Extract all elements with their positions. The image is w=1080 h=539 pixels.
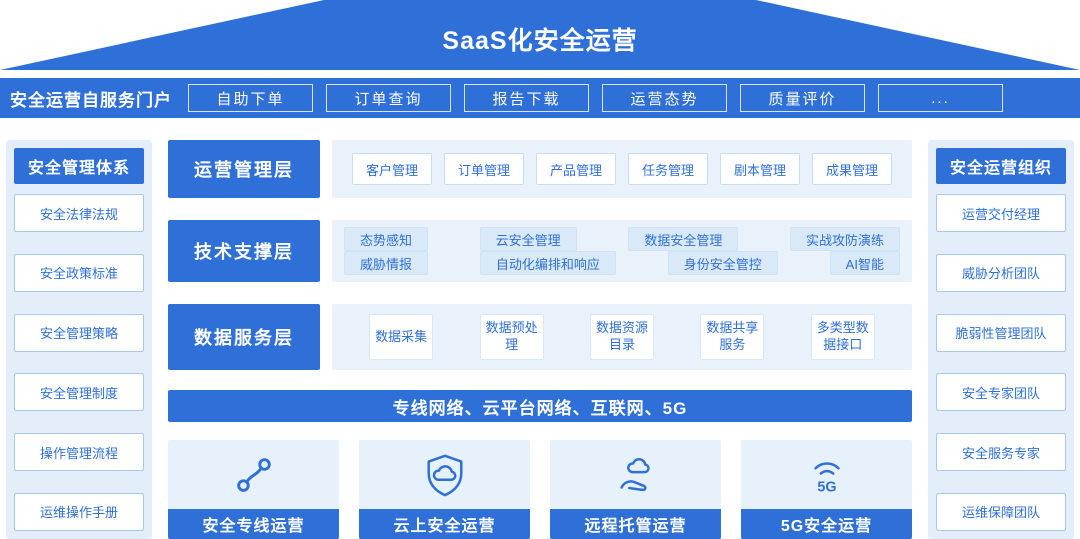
layer-data-service: 数据服务层 数据采集 数据预处理 数据资源目录 数据共享服务 多类型数据接口 <box>168 304 912 370</box>
right-panel-security-organization: 安全运营组织 运营交付经理 威胁分析团队 脆弱性管理团队 安全专家团队 安全服务… <box>928 140 1074 539</box>
left-panel-item: 操作管理流程 <box>14 433 144 472</box>
right-panel-item: 运维保障团队 <box>936 492 1066 531</box>
layer-ops-management-content: 客户管理 订单管理 产品管理 任务管理 剧本管理 成果管理 <box>332 140 912 198</box>
left-panel-item: 运维操作手册 <box>14 492 144 531</box>
portal-button-more: ... <box>878 84 1003 112</box>
portal-button-group: 自助下单 订单查询 报告下载 运营态势 质量评价 ... <box>188 84 1070 112</box>
layer-data-service-content: 数据采集 数据预处理 数据资源目录 数据共享服务 多类型数据接口 <box>332 304 912 370</box>
left-panel-item: 安全法律法规 <box>14 194 144 232</box>
roof-banner: SaaS化安全运营 <box>0 0 1080 70</box>
diagram-title: SaaS化安全运营 <box>442 27 638 55</box>
scenario-label: 云上安全运营 <box>359 509 530 539</box>
right-panel-item: 威胁分析团队 <box>936 253 1066 292</box>
portal-button-report-download: 报告下载 <box>464 84 589 112</box>
center-column: 运营管理层 客户管理 订单管理 产品管理 任务管理 剧本管理 成果管理 技术支撑… <box>168 140 912 539</box>
tech-chip-row: 威胁情报 自动化编排和响应 身份安全管控 AI智能 <box>344 251 900 275</box>
layer-ops-management: 运营管理层 客户管理 订单管理 产品管理 任务管理 剧本管理 成果管理 <box>168 140 912 198</box>
scenario-cloud-security: 云上安全运营 <box>359 440 530 539</box>
ops-chip: 客户管理 <box>352 153 432 185</box>
ops-chip: 剧本管理 <box>720 153 800 185</box>
layer-ops-management-label: 运营管理层 <box>168 140 320 198</box>
layer-tech-support: 技术支撑层 态势感知 云安全管理 数据安全管理 实战攻防演练 威胁情报 自动化编… <box>168 220 912 282</box>
scenario-remote-hosting: 远程托管运营 <box>550 440 721 539</box>
data-chip: 数据资源目录 <box>589 314 654 360</box>
left-panel-title: 安全管理体系 <box>14 148 144 184</box>
tech-chip: AI智能 <box>829 251 900 275</box>
network-bar: 专线网络、云平台网络、互联网、5G <box>168 390 912 422</box>
tech-chip: 威胁情报 <box>344 251 429 275</box>
ops-chip: 产品管理 <box>536 153 616 185</box>
portal-button-order-query: 订单查询 <box>326 84 451 112</box>
left-panel-security-management: 安全管理体系 安全法律法规 安全政策标准 安全管理策略 安全管理制度 操作管理流… <box>6 140 152 539</box>
tech-chip: 态势感知 <box>344 227 429 251</box>
left-panel-items: 安全法律法规 安全政策标准 安全管理策略 安全管理制度 操作管理流程 运维操作手… <box>14 194 144 531</box>
right-panel-item: 脆弱性管理团队 <box>936 313 1066 352</box>
right-panel-item: 安全服务专家 <box>936 433 1066 472</box>
5g-icon-text: 5G <box>817 479 836 495</box>
tech-chip: 身份安全管控 <box>667 251 778 275</box>
right-panel-items: 运营交付经理 威胁分析团队 脆弱性管理团队 安全专家团队 安全服务专家 运维保障… <box>936 194 1066 531</box>
ops-chip: 订单管理 <box>444 153 524 185</box>
data-chip: 数据预处理 <box>479 314 544 360</box>
scenario-label: 安全专线运营 <box>168 509 339 539</box>
5g-signal-icon: 5G <box>813 461 840 495</box>
right-panel-title: 安全运营组织 <box>936 148 1066 184</box>
layer-data-service-label: 数据服务层 <box>168 304 320 370</box>
data-chip: 多类型数据接口 <box>810 314 875 360</box>
portal-bar: 安全运营自服务门户 自助下单 订单查询 报告下载 运营态势 质量评价 ... <box>0 78 1080 118</box>
tech-chip: 自动化编排和响应 <box>479 251 616 275</box>
data-chip: 数据采集 <box>369 314 434 360</box>
cloud-shield-icon <box>426 454 463 496</box>
portal-label: 安全运营自服务门户 <box>10 90 172 110</box>
scenario-label: 5G安全运营 <box>741 509 912 539</box>
tech-chip: 数据安全管理 <box>628 227 739 251</box>
tech-chip: 云安全管理 <box>479 227 577 251</box>
right-panel-item: 安全专家团队 <box>936 373 1066 412</box>
left-panel-item: 安全政策标准 <box>14 253 144 292</box>
portal-button-self-order: 自助下单 <box>188 84 313 112</box>
ops-chip: 任务管理 <box>628 153 708 185</box>
layer-tech-support-content: 态势感知 云安全管理 数据安全管理 实战攻防演练 威胁情报 自动化编排和响应 身… <box>332 220 912 282</box>
tech-chip-row: 态势感知 云安全管理 数据安全管理 实战攻防演练 <box>344 227 900 251</box>
scenario-dedicated-line: 安全专线运营 <box>168 440 339 539</box>
right-panel-item: 运营交付经理 <box>936 194 1066 232</box>
left-panel-item: 安全管理策略 <box>14 313 144 352</box>
ops-chip: 成果管理 <box>812 153 892 185</box>
data-chip: 数据共享服务 <box>700 314 765 360</box>
hand-cloud-icon <box>619 457 650 491</box>
tech-chip: 实战攻防演练 <box>789 227 900 251</box>
scenario-cards: 安全专线运营 云上安全运营 <box>168 440 912 539</box>
layer-tech-support-label: 技术支撑层 <box>168 220 320 282</box>
left-panel-item: 安全管理制度 <box>14 373 144 412</box>
scenario-label: 远程托管运营 <box>550 509 721 539</box>
scenario-5g-security: 5G 5G安全运营 <box>741 440 912 539</box>
chain-link-icon <box>236 457 271 492</box>
portal-button-quality-eval: 质量评价 <box>740 84 865 112</box>
diagram-body: 安全管理体系 安全法律法规 安全政策标准 安全管理策略 安全管理制度 操作管理流… <box>0 140 1080 539</box>
portal-button-ops-posture: 运营态势 <box>602 84 727 112</box>
